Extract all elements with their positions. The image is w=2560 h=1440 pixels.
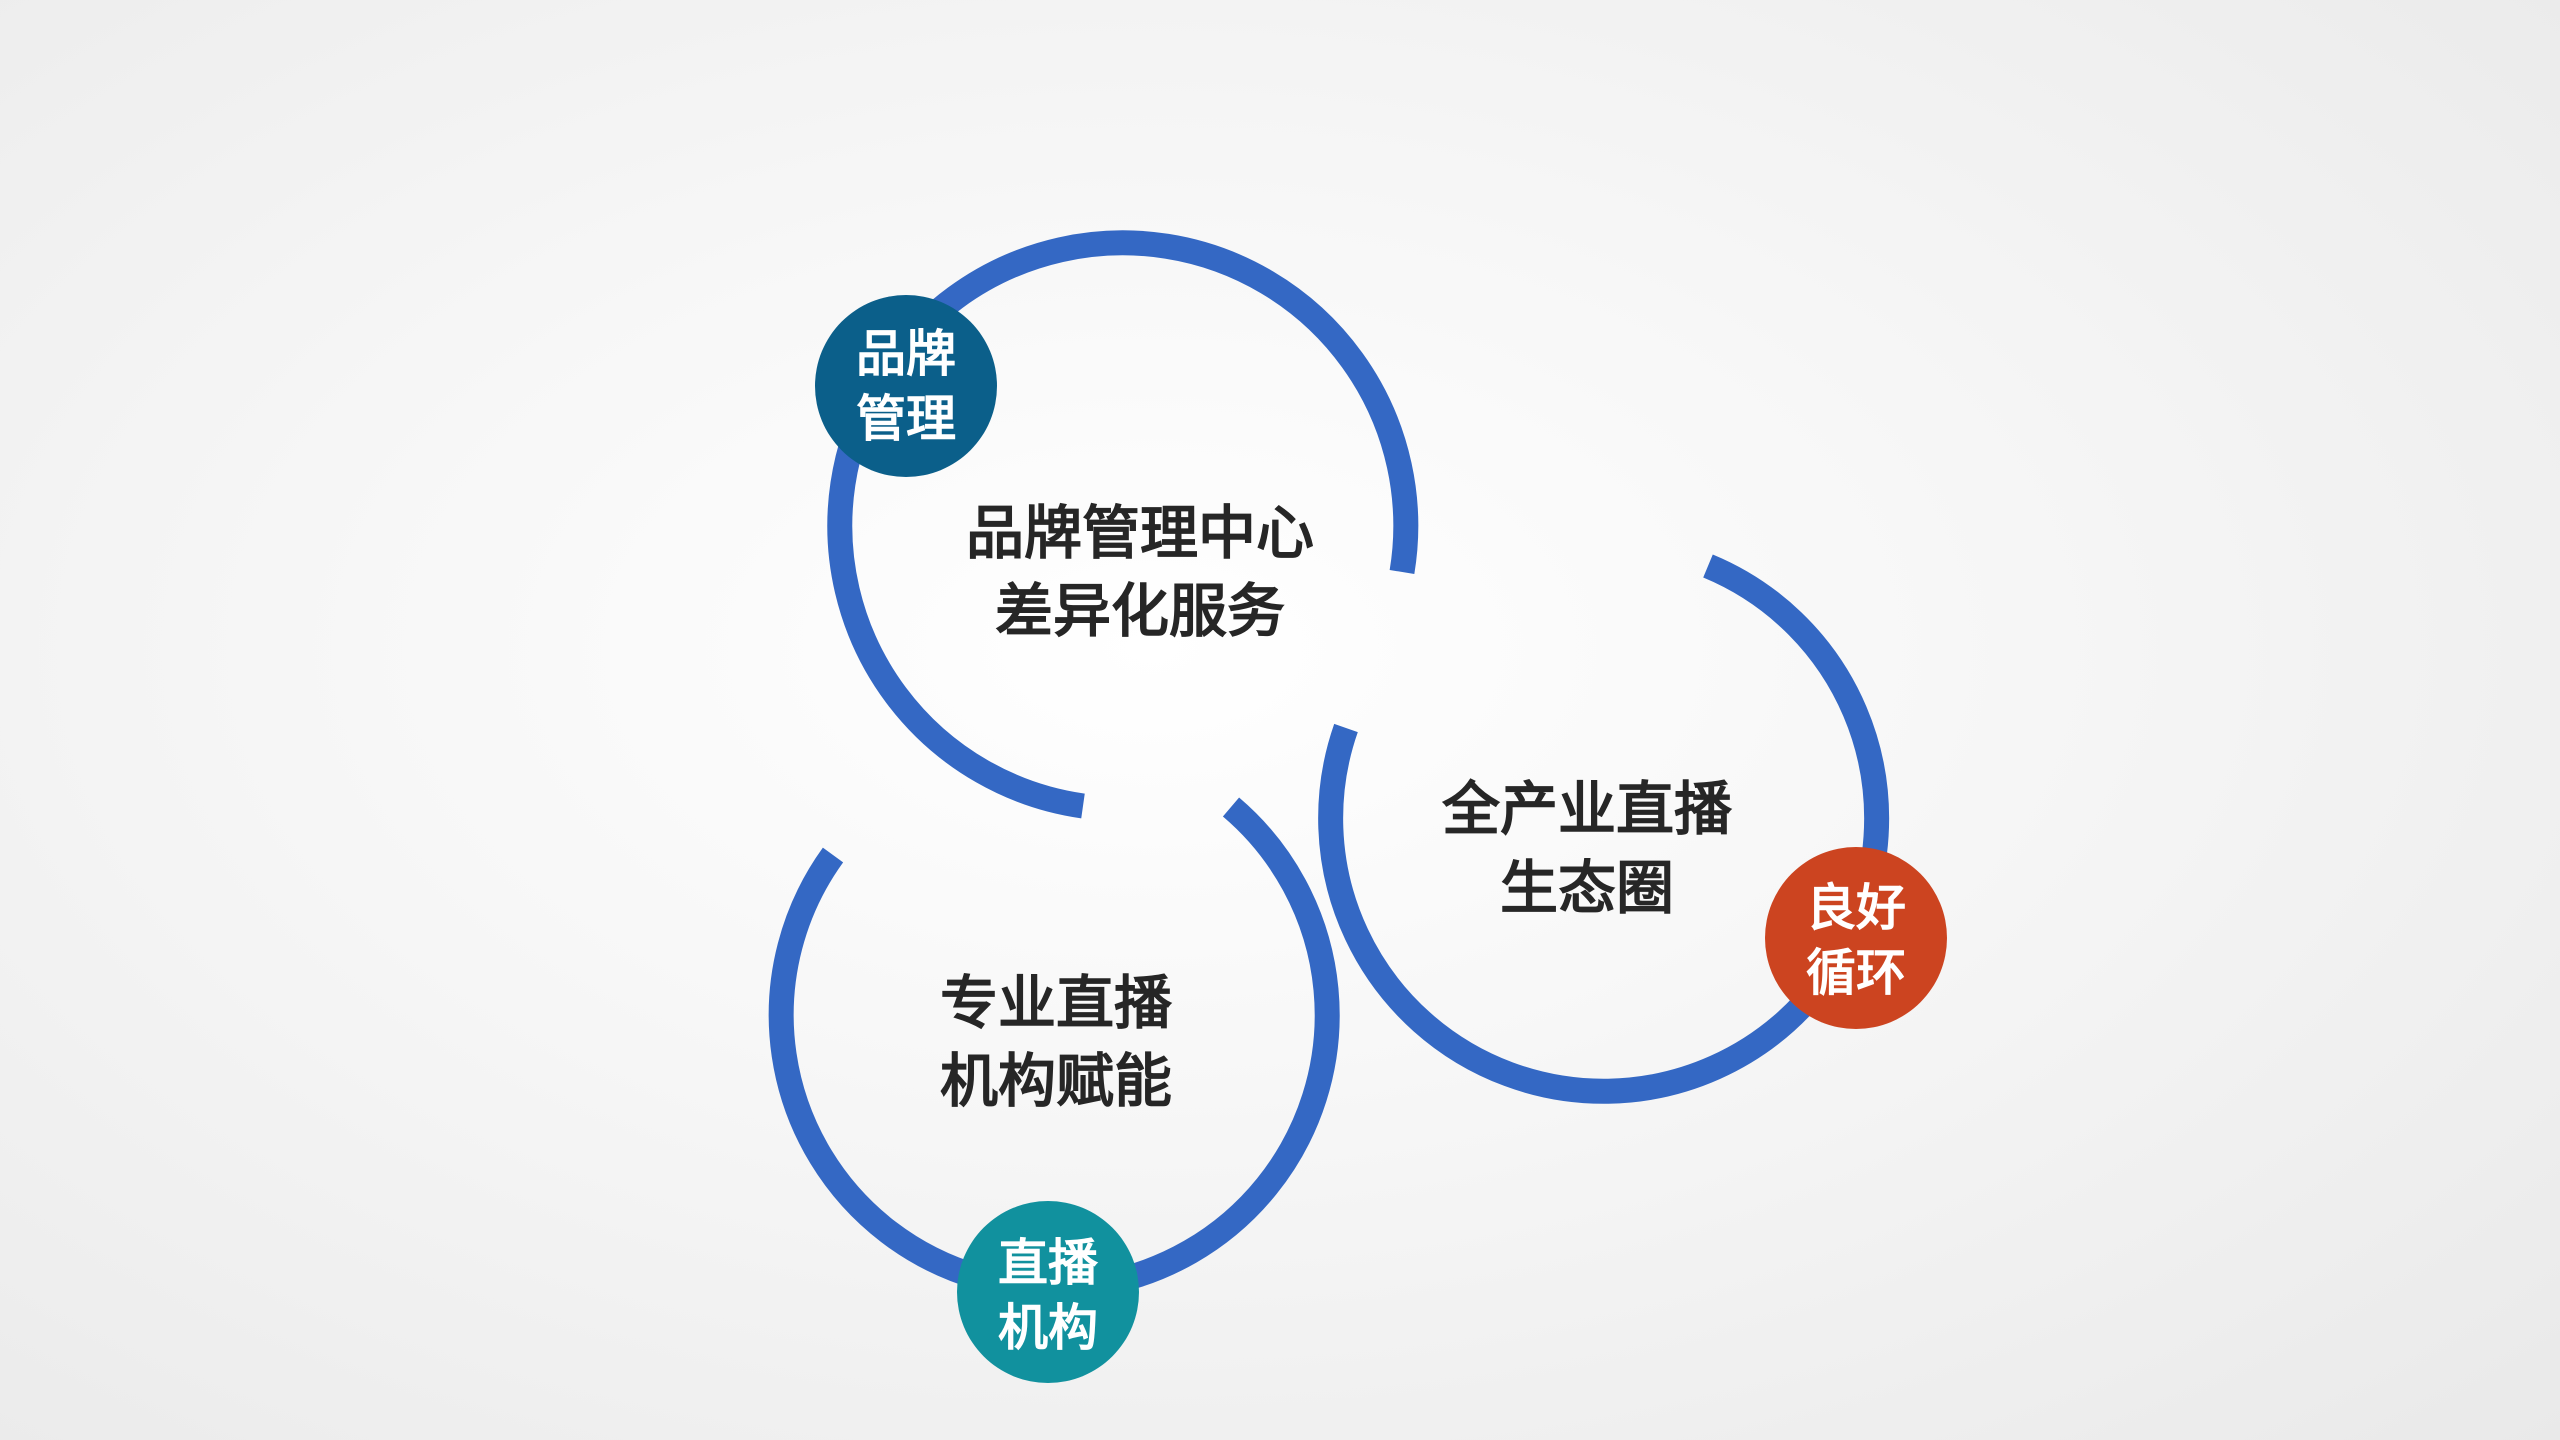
badge-cycle-circle <box>1765 847 1947 1029</box>
badge-live: 直播 机构 <box>957 1201 1139 1383</box>
badge-brand-circle <box>815 295 997 477</box>
ring-ecosystem-arc <box>1318 554 1890 1104</box>
badge-live-line1: 直播 <box>998 1234 1099 1292</box>
ring-ecosystem: 全产业直播 生态圈 良好 循环 <box>1318 554 1947 1104</box>
ring-brand-subtitle: 差异化服务 <box>995 577 1285 645</box>
ring-brand-title: 品牌管理中心 <box>966 499 1314 567</box>
ring-ecosystem-title: 全产业直播 <box>1441 775 1733 843</box>
ring-brand-arc <box>827 230 1419 819</box>
badge-cycle: 良好 循环 <box>1765 847 1947 1029</box>
badge-brand: 品牌 管理 <box>815 295 997 477</box>
badge-live-circle <box>957 1201 1139 1383</box>
ring-agency-title: 专业直播 <box>940 969 1173 1037</box>
badge-cycle-line2: 循环 <box>1806 944 1906 1002</box>
badge-cycle-line1: 良好 <box>1806 879 1906 937</box>
badge-brand-line2: 管理 <box>856 390 956 448</box>
ring-ecosystem-subtitle: 生态圈 <box>1500 854 1674 922</box>
badge-live-line2: 机构 <box>998 1299 1098 1357</box>
ring-agency: 专业直播 机构赋能 直播 机构 <box>768 797 1340 1383</box>
ring-brand: 品牌管理中心 差异化服务 品牌 管理 <box>815 230 1419 819</box>
badge-brand-line1: 品牌 <box>856 325 956 383</box>
ring-agency-subtitle: 机构赋能 <box>940 1047 1172 1115</box>
